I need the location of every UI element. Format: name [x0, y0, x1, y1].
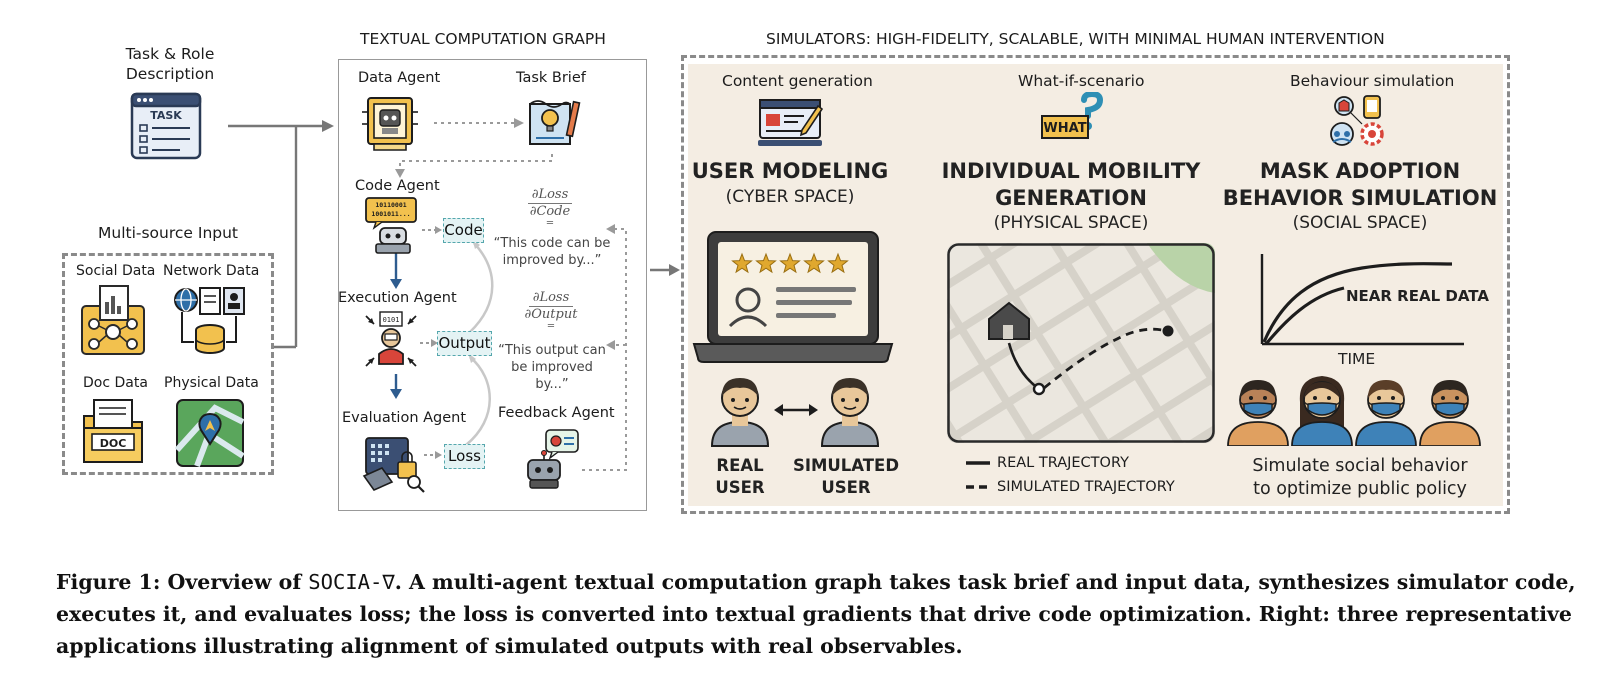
left-connectors — [228, 120, 334, 349]
svg-text:10110001: 10110001 — [375, 201, 406, 209]
grad-code-eq: = — [545, 218, 555, 229]
panel1-title: USER MODELING — [691, 159, 889, 183]
task-icon-text: TASK — [150, 109, 182, 122]
execution-agent-icon: 0101 — [362, 310, 420, 376]
legend-real-line — [966, 461, 990, 465]
svg-text:1001011...: 1001011... — [371, 210, 410, 218]
source-label-network: Network Data — [163, 263, 260, 279]
masked-people — [1224, 372, 1486, 450]
source-label-doc: Doc Data — [83, 375, 148, 391]
multi-source-box — [62, 253, 274, 475]
execution-agent-label: Execution Agent — [338, 290, 457, 306]
evaluation-agent-label: Evaluation Agent — [342, 410, 467, 426]
figure-caption: Figure 1: Overview of SOCIA-∇. A multi-a… — [56, 566, 1576, 662]
panel3-space: (SOCIAL SPACE) — [1292, 213, 1428, 233]
graph-title: TEXTUAL COMPUTATION GRAPH — [360, 30, 606, 48]
data-agent-label: Data Agent — [358, 70, 441, 86]
grad-code-num: ∂Loss — [527, 187, 573, 204]
code-box: Code — [443, 218, 484, 243]
panel2-header: What-if-scenario — [1018, 72, 1145, 90]
output-box: Output — [437, 331, 492, 356]
feedback-agent-icon — [520, 428, 582, 494]
graph-to-simulators-arrow — [650, 264, 680, 276]
evaluation-agent-icon — [362, 436, 426, 498]
svg-text:0101: 0101 — [383, 316, 400, 324]
source-label-physical: Physical Data — [164, 375, 259, 391]
task-brief-icon — [526, 94, 582, 154]
grad-output-eq: = — [546, 321, 556, 332]
simulated-curve — [1264, 286, 1345, 346]
code-agent-label: Code Agent — [355, 178, 440, 194]
panel1-space: (CYBER SPACE) — [725, 187, 855, 207]
rating-stars — [731, 252, 849, 274]
panel3-title: MASK ADOPTION BEHAVIOR SIMULATION — [1222, 159, 1498, 210]
caption-rest: . A multi-agent textual computation grap… — [56, 570, 1576, 658]
social-data-icon — [80, 284, 146, 360]
task-role-label: Task & Role Description — [125, 45, 215, 83]
caption-name: SOCIA-∇ — [308, 570, 395, 594]
masked-person — [1291, 376, 1353, 447]
mobility-map — [947, 243, 1215, 447]
panel3-header: Behaviour simulation — [1290, 72, 1455, 90]
what-if-icon: WHAT — [1040, 90, 1116, 154]
real-user-avatar — [708, 372, 772, 452]
simulated-user-avatar — [818, 372, 882, 452]
panel3-footer: Simulate social behavior to optimize pub… — [1252, 456, 1468, 499]
code-agent-icon: 10110001 1001011... — [364, 196, 424, 258]
grad-code: ∂Loss ∂Code = — [520, 187, 580, 229]
star-icon — [731, 252, 753, 274]
double-arrow-icon — [774, 404, 818, 416]
grad-output: ∂Loss ∂Output = — [512, 290, 590, 332]
star-icon — [779, 252, 801, 274]
legend-real-label: REAL TRAJECTORY — [997, 455, 1129, 471]
task-brief-label: Task Brief — [516, 70, 586, 86]
what-icon-text: WHAT — [1043, 121, 1086, 136]
simulated-user-label: SIMULATED USER — [792, 456, 900, 497]
code-quote: “This code can be improved by...” — [493, 236, 611, 268]
source-label-social: Social Data — [76, 263, 156, 279]
masked-person — [1227, 380, 1289, 447]
grad-code-den: ∂Code — [529, 204, 571, 219]
doc-data-icon: DOC — [80, 396, 146, 470]
legend-sim-label: SIMULATED TRAJECTORY — [997, 479, 1175, 495]
loss-box: Loss — [444, 444, 485, 469]
panel1-header: Content generation — [722, 72, 873, 90]
star-icon — [803, 252, 825, 274]
task-icon: TASK — [130, 92, 204, 166]
star-icon — [827, 252, 849, 274]
grad-output-den: ∂Output — [524, 307, 578, 322]
simulators-box — [681, 55, 1510, 514]
legend-sim-line — [966, 485, 992, 489]
multi-source-label: Multi-source Input — [98, 224, 239, 242]
adoption-chart — [1252, 250, 1472, 354]
real-curve — [1262, 262, 1453, 343]
caption-prefix: Figure 1: Overview of — [56, 570, 309, 594]
star-icon — [755, 252, 777, 274]
feedback-agent-label: Feedback Agent — [498, 405, 615, 421]
panel2-space: (PHYSICAL SPACE) — [993, 213, 1149, 233]
graph-connectors — [390, 118, 627, 471]
simulators-title: SIMULATORS: HIGH-FIDELITY, SCALABLE, WIT… — [766, 30, 1385, 48]
laptop-icon — [692, 230, 894, 370]
grad-output-num: ∂Loss — [528, 290, 574, 307]
real-user-label: REAL USER — [715, 456, 765, 497]
content-generation-icon — [758, 96, 824, 154]
masked-person — [1355, 380, 1417, 447]
data-agent-icon — [360, 94, 420, 158]
physical-data-icon — [174, 398, 245, 472]
doc-icon-text: DOC — [100, 437, 127, 450]
masked-person — [1419, 380, 1481, 447]
panel2-title: INDIVIDUAL MOBILITY GENERATION — [941, 159, 1201, 210]
network-data-icon — [172, 284, 248, 360]
behaviour-icon — [1328, 94, 1388, 154]
curve-label: NEAR REAL DATA — [1346, 287, 1489, 305]
time-axis-label: TIME — [1338, 350, 1376, 368]
output-quote: “This output can be improved by...” — [498, 343, 606, 392]
